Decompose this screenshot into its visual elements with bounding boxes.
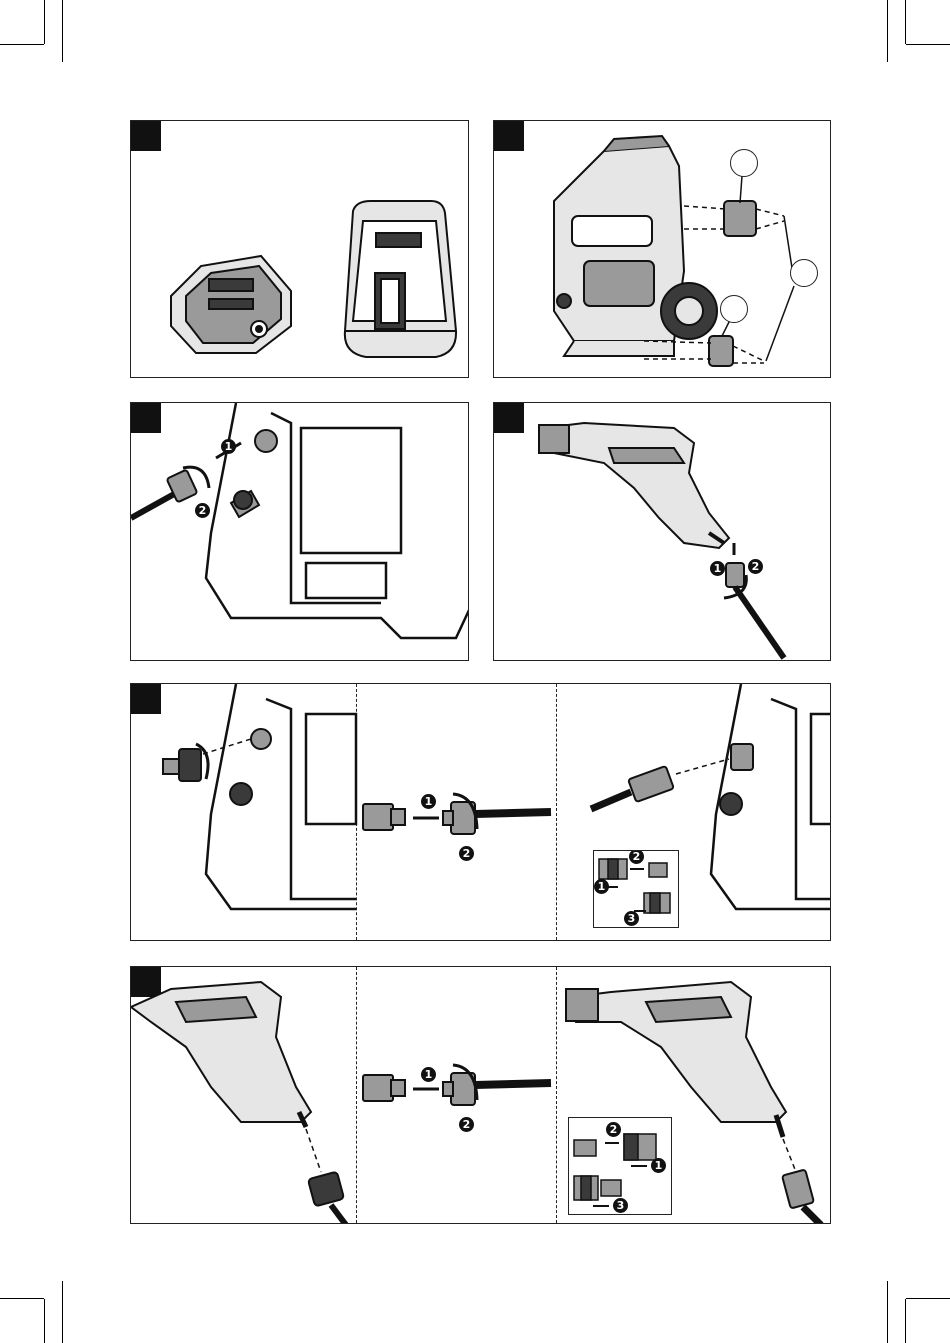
- battery-charger-illustration: [131, 121, 469, 378]
- hose-icon: [443, 802, 551, 834]
- panel-washer-quick-connect: 1 2 2 1 3: [130, 683, 831, 941]
- crop-mark: [44, 1299, 45, 1343]
- step-marker-3: 3: [613, 1198, 628, 1213]
- panel-battery-charger: [130, 120, 469, 378]
- callout-screws: [790, 259, 818, 287]
- step-marker-2: 2: [459, 1117, 474, 1132]
- step-marker-1: 1: [421, 794, 436, 809]
- crop-mark: [62, 1281, 63, 1343]
- step-marker-1: 1: [221, 439, 236, 454]
- spray-gun-icon: [539, 423, 729, 548]
- step-marker-3: 3: [624, 911, 639, 926]
- callout-hook-upper: [730, 149, 758, 177]
- step-marker-2: 2: [195, 503, 210, 518]
- step-marker-2: 2: [606, 1122, 621, 1137]
- battery-pack-icon: [171, 256, 291, 353]
- gun-hose-illustration: [494, 403, 831, 661]
- hook-upper-icon: [724, 201, 756, 236]
- washer-frame-left: [206, 684, 356, 909]
- crop-mark: [0, 44, 44, 45]
- crop-mark: [0, 1298, 44, 1299]
- gun-quick-connect-illustration: [131, 967, 831, 1224]
- charger-icon: [345, 201, 456, 357]
- hook-lower-icon: [709, 336, 733, 366]
- crop-mark: [906, 44, 950, 45]
- spray-gun-icon: [566, 982, 786, 1137]
- quick-coupler-icon: [308, 1172, 346, 1224]
- crop-mark: [44, 0, 45, 44]
- hose-icon: [726, 563, 784, 658]
- step-marker-1: 1: [710, 561, 725, 576]
- coupler-detail-inset: 2 1 3: [568, 1117, 672, 1215]
- callout-hook-lower: [720, 295, 748, 323]
- step-marker-1: 1: [421, 1067, 436, 1082]
- hose-washer-illustration: [131, 403, 469, 661]
- spray-gun-icon: [131, 982, 311, 1127]
- hose-icon: [591, 766, 674, 809]
- panel-connect-hose-washer: 1 2: [130, 402, 469, 661]
- hose-icon: [131, 470, 197, 518]
- crop-mark: [62, 0, 63, 62]
- panel-washer-hooks: [493, 120, 831, 378]
- washer-illustration: [494, 121, 831, 378]
- step-marker-2: 2: [459, 846, 474, 861]
- pressure-washer-icon: [554, 136, 717, 356]
- step-marker-1: 1: [594, 879, 609, 894]
- panel-connect-hose-gun: 1 2: [493, 402, 831, 661]
- crop-mark: [905, 1299, 906, 1343]
- hose-icon: [443, 1073, 551, 1105]
- hose-icon: [782, 1169, 821, 1224]
- crop-mark: [887, 1281, 888, 1343]
- quick-connect-illustration: [131, 684, 831, 941]
- coupler-detail-inset: 2 1 3: [593, 850, 679, 928]
- quick-coupler-icon: [363, 1075, 405, 1101]
- panel-gun-quick-connect: 1 2 2 1 3: [130, 966, 831, 1224]
- quick-coupler-icon: [163, 749, 201, 781]
- washer-frame: [206, 403, 469, 638]
- crop-mark: [887, 0, 888, 62]
- step-marker-1: 1: [651, 1158, 666, 1173]
- crop-mark: [906, 1298, 950, 1299]
- quick-coupler-icon: [363, 804, 405, 830]
- step-marker-2: 2: [748, 559, 763, 574]
- crop-mark: [905, 0, 906, 44]
